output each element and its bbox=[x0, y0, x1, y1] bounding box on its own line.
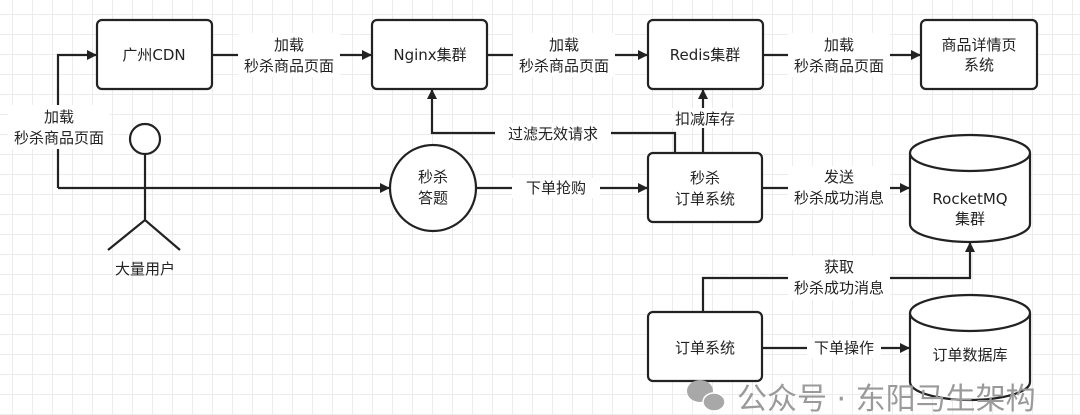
edge-label-deduct: 扣减库存 bbox=[675, 110, 735, 128]
node-detail bbox=[919, 18, 1039, 91]
node-nginx bbox=[370, 18, 489, 91]
edge-label-user-cdn-1: 加载 bbox=[44, 108, 74, 126]
node-seckill-order bbox=[646, 151, 764, 224]
edge-label-cdn-nginx-2: 秒杀商品页面 bbox=[244, 57, 334, 75]
label-detail-1: 商品详情页 bbox=[941, 36, 1016, 54]
edge-label-redis-detail-1: 加载 bbox=[824, 36, 854, 54]
label-quiz-2: 答题 bbox=[418, 189, 448, 207]
label-nginx: Nginx集群 bbox=[393, 46, 466, 64]
node-quiz bbox=[388, 143, 478, 233]
label-cdn: 广州CDN bbox=[122, 46, 185, 64]
label-seckill-order-2: 订单系统 bbox=[675, 190, 735, 208]
edge-label-nginx-redis-2: 秒杀商品页面 bbox=[519, 57, 609, 75]
label-order-system: 订单系统 bbox=[675, 339, 735, 357]
label-rocketmq-1: RocketMQ bbox=[932, 190, 1007, 208]
label-redis: Redis集群 bbox=[670, 46, 740, 64]
edge-label-fetch-2: 秒杀成功消息 bbox=[794, 279, 884, 297]
edge-label-user-cdn-2: 秒杀商品页面 bbox=[14, 129, 104, 147]
wechat-icon bbox=[687, 380, 726, 412]
edge-label-send-2: 秒杀成功消息 bbox=[794, 189, 884, 207]
edge-label-fetch-1: 获取 bbox=[824, 258, 854, 276]
edge-label-send-1: 发送 bbox=[824, 168, 854, 186]
node-order-db bbox=[908, 293, 1032, 402]
label-seckill-order-1: 秒杀 bbox=[690, 169, 720, 187]
label-users: 大量用户 bbox=[115, 260, 175, 278]
user-actor-icon bbox=[107, 122, 181, 251]
label-rocketmq-2: 集群 bbox=[955, 210, 985, 228]
label-quiz-1: 秒杀 bbox=[418, 168, 448, 186]
edge-filter bbox=[427, 89, 677, 153]
node-rocketmq bbox=[908, 133, 1032, 244]
watermark: 公众号 · 东阳马生架构 bbox=[737, 382, 1036, 415]
node-redis bbox=[646, 18, 765, 91]
node-cdn bbox=[95, 18, 214, 91]
edge-label-place-order: 下单抢购 bbox=[526, 179, 586, 197]
label-detail-2: 系统 bbox=[964, 56, 994, 74]
edge-label-nginx-redis-1: 加载 bbox=[549, 36, 579, 54]
label-order-db: 订单数据库 bbox=[932, 346, 1007, 364]
edge-label-order-op: 下单操作 bbox=[814, 339, 874, 357]
edge-label-filter: 过滤无效请求 bbox=[508, 125, 598, 143]
edge-label-cdn-nginx-1: 加载 bbox=[274, 36, 304, 54]
edge-label-redis-detail-2: 秒杀商品页面 bbox=[794, 57, 884, 75]
